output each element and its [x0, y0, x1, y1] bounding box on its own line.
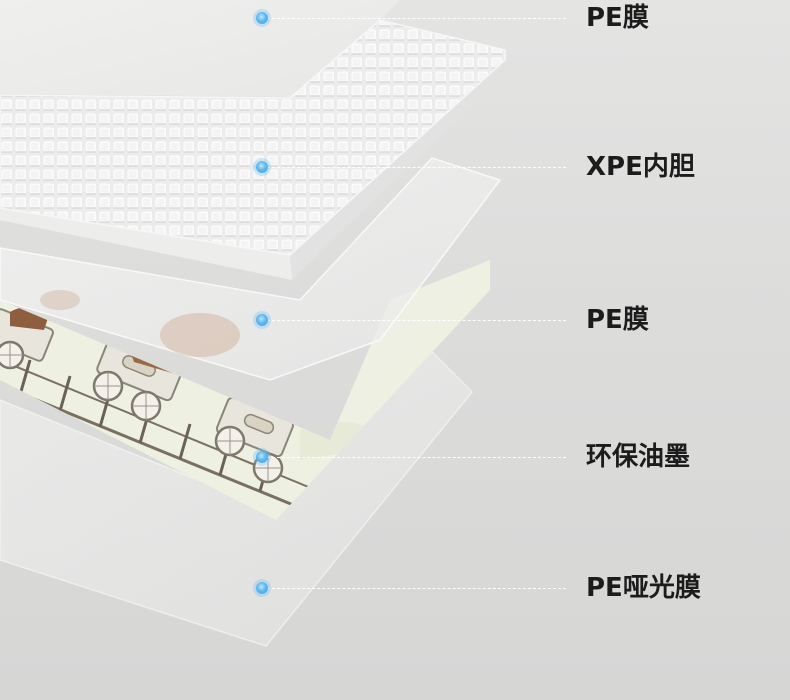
leader-line-pe-matte [262, 588, 566, 589]
xpe-foam-core-layer [0, 19, 506, 280]
label-pe-mid: PE膜 [586, 305, 649, 335]
label-pe-matte: PE哑光膜 [586, 573, 701, 603]
pe-film-top-layer [0, 0, 400, 99]
leader-line-pe-mid [262, 320, 566, 321]
marker-dot-pe-matte [256, 582, 268, 594]
marker-dot-pe-mid [256, 314, 268, 326]
label-pe-top: PE膜 [586, 3, 649, 33]
label-ink: 环保油墨 [586, 442, 691, 472]
leader-line-pe-top [262, 18, 566, 19]
pe-film-middle-layer [0, 157, 502, 381]
leader-line-ink [262, 457, 566, 458]
label-xpe: XPE内胆 [586, 152, 695, 182]
leader-line-xpe [262, 167, 566, 168]
marker-dot-pe-top [256, 12, 268, 24]
marker-dot-xpe [256, 161, 268, 173]
marker-dot-ink [256, 451, 268, 463]
